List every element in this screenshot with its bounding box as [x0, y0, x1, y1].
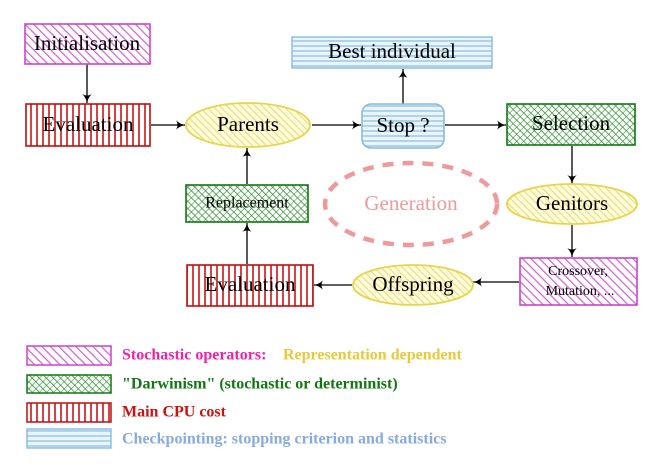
evaluation-top-label: Evaluation — [43, 112, 134, 136]
best-individual-box[interactable] — [291, 36, 493, 69]
node-evaluation-top[interactable]: Evaluation — [25, 103, 151, 147]
node-generation: Generation — [322, 160, 500, 248]
selection-label: Selection — [532, 111, 611, 135]
legend-row-cpu: Main CPU cost — [26, 402, 227, 423]
legend-row-darwinism: "Darwinism" (stochastic or determinist) — [26, 374, 398, 394]
legend: Stochastic operators: Representation dep… — [26, 345, 462, 449]
legend-label-cpu: Main CPU cost — [122, 404, 227, 421]
initialisation-label: Initialisation — [34, 31, 141, 55]
offspring-label: Offspring — [372, 272, 454, 296]
legend-swatch-checkpointing — [26, 428, 112, 449]
node-best-individual[interactable]: Best individual — [291, 36, 493, 69]
evaluation-bottom-box[interactable] — [186, 264, 314, 307]
parents-label: Parents — [217, 112, 279, 136]
node-initialisation[interactable]: Initialisation — [24, 23, 151, 65]
selection-box[interactable] — [506, 103, 636, 146]
node-stop[interactable]: Stop ? — [361, 103, 445, 149]
node-offspring[interactable]: Offspring — [352, 264, 474, 306]
legend-label-representation: Representation dependent — [283, 347, 462, 364]
node-replacement[interactable]: Replacement — [185, 184, 309, 223]
crossover-box[interactable] — [519, 257, 638, 306]
stop-box[interactable] — [361, 103, 445, 149]
legend-label-checkpointing: Checkpointing: stopping criterion and st… — [122, 431, 446, 448]
legend-row-stochastic: Stochastic operators: Representation dep… — [26, 345, 462, 366]
generation-dashed-ellipse — [322, 160, 500, 248]
replacement-label: Replacement — [205, 195, 289, 212]
legend-row-checkpointing: Checkpointing: stopping criterion and st… — [26, 428, 446, 449]
stop-label: Stop ? — [376, 113, 429, 137]
node-evaluation-bottom[interactable]: Evaluation — [186, 264, 314, 307]
best-individual-label: Best individual — [328, 39, 456, 63]
legend-label-stochastic: Stochastic operators: — [122, 347, 266, 364]
crossover-label-line1: Crossover, — [548, 264, 608, 279]
evaluation-top-box[interactable] — [25, 103, 151, 147]
parents-ellipse[interactable] — [185, 102, 311, 148]
edge-layer — [82, 64, 577, 290]
node-crossover-mutation[interactable]: Crossover, Mutation, ... — [519, 257, 638, 306]
legend-label-darwinism: "Darwinism" (stochastic or determinist) — [122, 376, 398, 393]
genitors-label: Genitors — [536, 191, 608, 215]
crossover-label-line2: Mutation, ... — [546, 284, 615, 299]
replacement-box[interactable] — [185, 184, 309, 223]
legend-swatch-darwinism — [26, 374, 112, 394]
generation-label: Generation — [364, 191, 458, 215]
evaluation-bottom-label: Evaluation — [205, 272, 296, 296]
node-genitors[interactable]: Genitors — [506, 183, 638, 225]
node-selection[interactable]: Selection — [506, 103, 636, 146]
node-parents[interactable]: Parents — [185, 102, 311, 148]
legend-swatch-stochastic — [26, 345, 112, 366]
legend-swatch-cpu — [26, 402, 112, 423]
offspring-ellipse[interactable] — [352, 264, 474, 306]
genitors-ellipse[interactable] — [506, 183, 638, 225]
initialisation-box[interactable] — [24, 23, 151, 65]
